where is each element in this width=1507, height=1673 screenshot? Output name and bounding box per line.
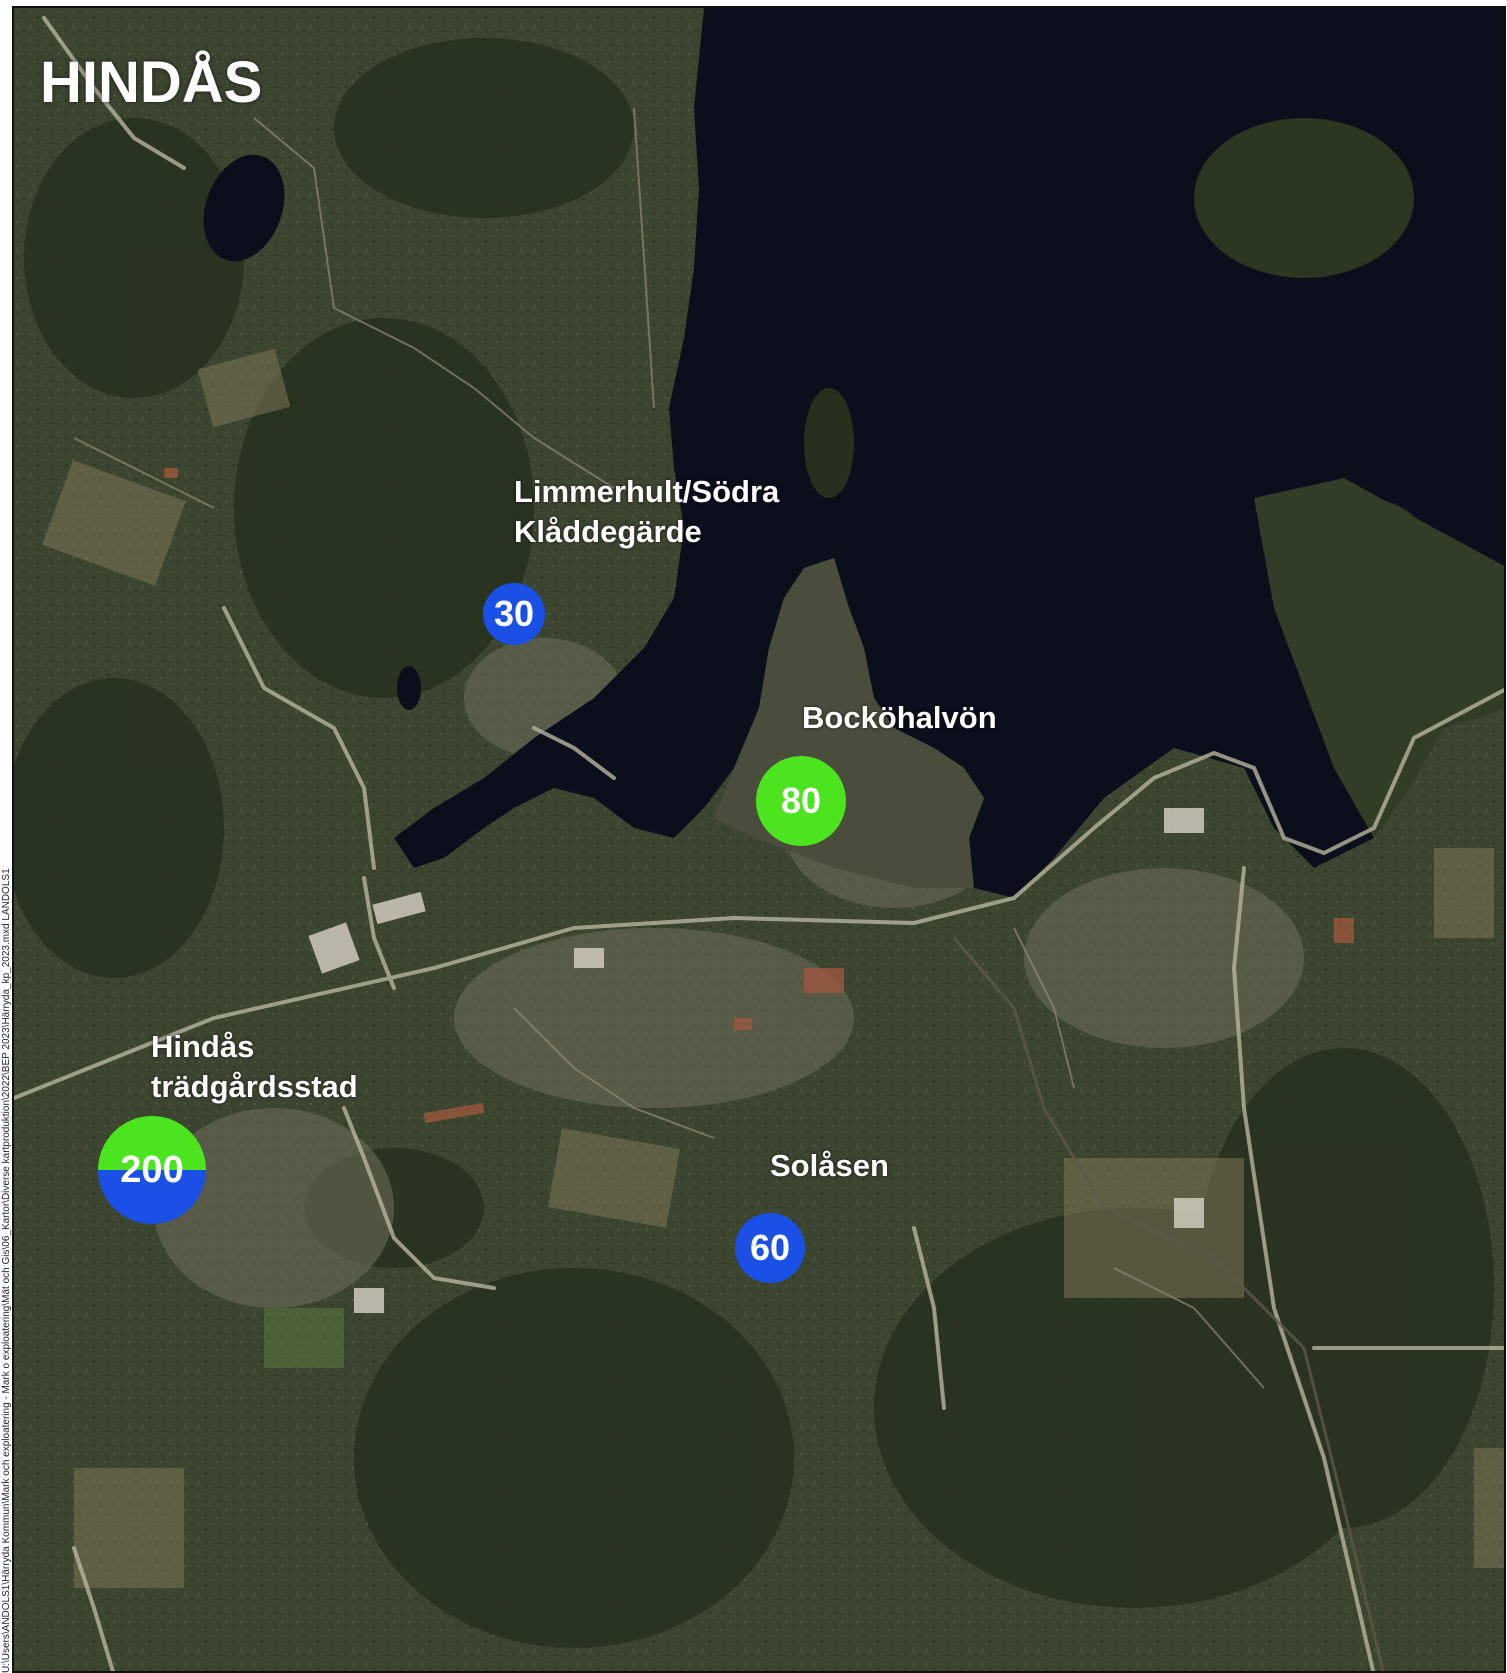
area-label-line1: Solåsen [770,1148,889,1183]
area-label-line1: Limmerhult/Södra [514,474,780,509]
area-label-line1: Hindås [151,1029,255,1064]
area-label-limmerhult: Limmerhult/Södra Klåddegärde [514,472,779,552]
marker-count: 80 [780,780,822,821]
count-marker-limmerhult[interactable]: 30 [483,583,545,645]
marker-count: 30 [493,593,535,634]
file-path-text: U:\Users\ANDOLS1\Härryda Kommun\Mark och… [1,868,12,1673]
area-label-line1: Bocköhalvön [802,700,997,735]
area-label-bockohalvon: Bocköhalvön [802,698,997,738]
area-label-line2: trädgårdsstad [151,1069,358,1104]
area-label-solasen: Solåsen [770,1146,889,1186]
aerial-map[interactable]: HINDÅS Limmerhult/Södra Klåddegärde 30 B… [12,6,1506,1673]
area-label-line2: Klåddegärde [514,514,702,549]
marker-count: 200 [120,1148,184,1191]
count-marker-solasen[interactable]: 60 [735,1213,805,1283]
map-title: HINDÅS [40,50,263,115]
aerial-imagery [14,8,1504,1671]
area-label-tradgardsstad: Hindås trädgårdsstad [151,1027,358,1107]
count-marker-bockohalvon[interactable]: 80 [756,756,846,846]
count-marker-tradgardsstad[interactable]: 200 [98,1116,206,1224]
marker-count: 60 [749,1227,791,1268]
